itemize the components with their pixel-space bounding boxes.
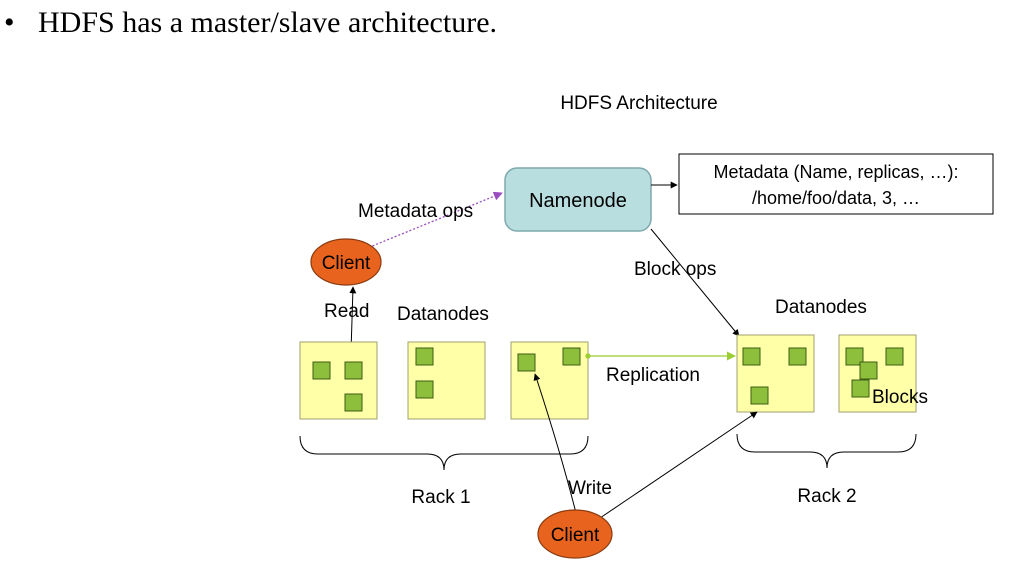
block-ops-label: Block ops [634,259,716,280]
block [742,347,761,366]
block [517,353,536,372]
block [415,380,434,399]
datanode-rack2-1 [736,334,815,413]
read-label: Read [324,301,369,322]
block [788,347,807,366]
datanodes-left-label: Datanodes [397,304,489,325]
replication-label: Replication [606,365,700,386]
client-top-label: Client [322,253,371,274]
block [562,347,581,366]
block [750,386,769,405]
metadata-ops-arrow [364,191,503,250]
rack2-label: Rack 2 [797,486,856,507]
bullet-line: • HDFS has a master/slave architecture. [4,6,497,40]
rack2-brace [736,433,917,469]
rack1-label: Rack 1 [411,487,470,508]
bullet-symbol: • [4,6,15,39]
namenode-label: Namenode [529,190,627,212]
write-arrow-rack1 [533,373,577,514]
metadata-line2: /home/foo/data, 3, … [752,188,920,208]
write-arrow-rack2 [599,411,758,519]
block [415,347,434,366]
block [845,347,864,366]
metadata-ops-label: Metadata ops [358,201,473,222]
bullet-text: HDFS has a master/slave architecture. [38,6,498,39]
block [851,379,870,398]
write-label: Write [568,478,612,499]
metadata-line1: Metadata (Name, replicas, …): [713,162,958,182]
diagram-title: HDFS Architecture [560,93,717,114]
read-arrow [349,286,357,353]
block [312,361,331,380]
rack1-brace [299,435,589,471]
datanodes-right-label: Datanodes [775,297,867,318]
metadata-box [678,153,994,215]
block [344,361,363,380]
block [344,393,363,412]
block [885,347,904,366]
client-bottom [537,509,613,559]
datanode-rack1-1 [299,341,378,420]
blocks-label: Blocks [872,387,928,408]
client-bottom-label: Client [551,525,600,546]
block-ops-arrow [650,228,740,337]
block [859,361,878,380]
client-top [310,238,382,286]
namenode-box [504,167,652,232]
